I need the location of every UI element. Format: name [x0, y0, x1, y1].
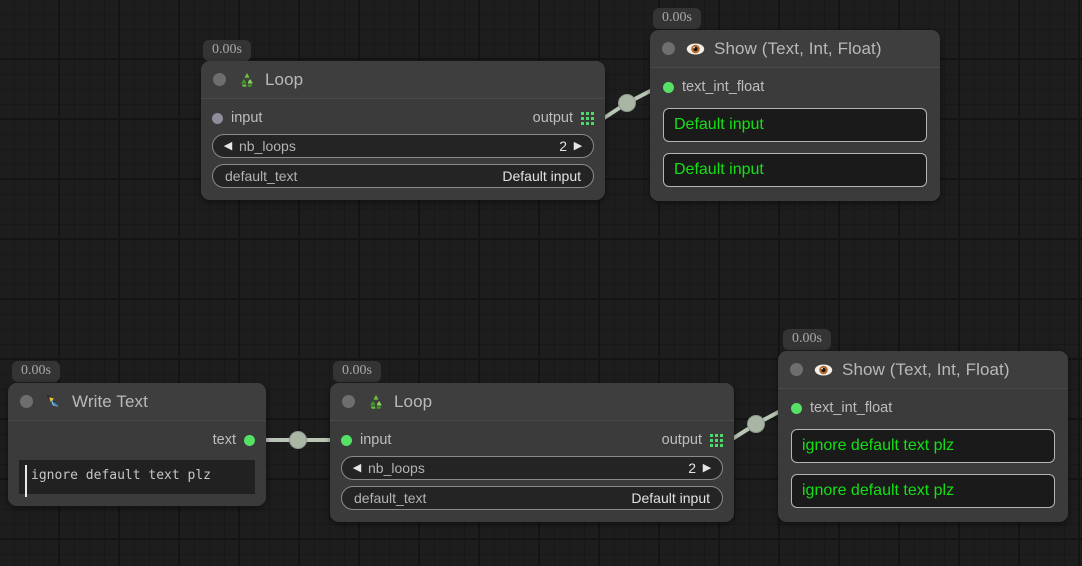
time-badge-loop-bottom: 0.00s [333, 361, 381, 382]
decrement-icon[interactable]: ◀ [352, 461, 362, 474]
node-header-loop-top[interactable]: Loop [201, 61, 605, 99]
output-port-label: output [661, 432, 702, 448]
value-display-1: Default input [663, 108, 927, 142]
grid-icon[interactable] [581, 111, 594, 125]
node-title: Write Text [72, 391, 148, 411]
pen-icon [44, 392, 63, 411]
param-nb-loops-stepper[interactable]: ◀ nb_loops 2 ▶ [212, 134, 594, 158]
input-port-dot[interactable] [212, 112, 223, 124]
node-write-text[interactable]: Write Text text ignore default text plz [8, 383, 266, 506]
param-value[interactable]: Default input [502, 168, 581, 184]
input-port-label: text_int_float [682, 79, 765, 95]
output-port-loop-top[interactable]: output [533, 110, 594, 126]
recycle-icon [366, 392, 385, 411]
output-port-loop-bottom[interactable]: output [662, 432, 723, 448]
param-name: default_text [354, 490, 427, 506]
node-body-show-top: text_int_float Default input Default inp… [650, 68, 940, 201]
eye-icon [814, 360, 833, 379]
param-default-text[interactable]: default_text Default input [212, 164, 594, 188]
node-title: Show (Text, Int, Float) [842, 359, 1010, 379]
node-body-write-text: text ignore default text plz [8, 421, 266, 506]
input-port-label: text_int_float [810, 400, 893, 416]
text-caret [25, 465, 27, 497]
port-row: input output [341, 430, 723, 450]
port-row: text [19, 430, 255, 450]
recycle-icon [237, 70, 256, 89]
time-badge-show-top: 0.00s [653, 8, 701, 29]
eye-icon [686, 39, 705, 58]
node-header-show-top[interactable]: Show (Text, Int, Float) [650, 30, 940, 68]
node-status-dot[interactable] [342, 395, 355, 408]
value-display-2: Default input [663, 153, 927, 187]
port-row: text_int_float [663, 77, 927, 97]
param-nb-loops-stepper[interactable]: ◀ nb_loops 2 ▶ [341, 456, 723, 480]
value-display-1: ignore default text plz [791, 429, 1055, 463]
decrement-icon[interactable]: ◀ [223, 139, 233, 152]
node-title: Show (Text, Int, Float) [714, 38, 882, 58]
input-port-dot[interactable] [791, 402, 802, 414]
node-header-loop-bottom[interactable]: Loop [330, 383, 734, 421]
node-body-show-bottom: text_int_float ignore default text plz i… [778, 389, 1068, 522]
input-port-label: input [231, 110, 263, 126]
input-port-show-bottom[interactable]: text_int_float [791, 400, 892, 416]
increment-icon[interactable]: ▶ [702, 461, 712, 474]
node-status-dot[interactable] [213, 73, 226, 86]
node-header-write-text[interactable]: Write Text [8, 383, 266, 421]
param-value[interactable]: Default input [631, 490, 710, 506]
port-row: text_int_float [791, 398, 1055, 418]
text-input-value[interactable]: ignore default text plz [31, 468, 212, 483]
time-badge-show-bottom: 0.00s [783, 329, 831, 350]
param-name: nb_loops [239, 138, 296, 154]
value-display-2: ignore default text plz [791, 474, 1055, 508]
param-name: nb_loops [368, 460, 425, 476]
grid-icon[interactable] [710, 433, 723, 447]
output-port-write-text[interactable]: text [213, 432, 255, 448]
input-port-show-top[interactable]: text_int_float [663, 79, 764, 95]
node-loop-top[interactable]: Loop input output ◀ nb_loops 2 [201, 61, 605, 200]
node-loop-bottom[interactable]: Loop input output ◀ nb_loops 2 [330, 383, 734, 522]
node-body-loop-bottom: input output ◀ nb_loops 2 ▶ default_te [330, 421, 734, 522]
node-status-dot[interactable] [662, 42, 675, 55]
node-status-dot[interactable] [790, 363, 803, 376]
input-port-label: input [360, 432, 392, 448]
port-row: input output [212, 108, 594, 128]
node-header-show-bottom[interactable]: Show (Text, Int, Float) [778, 351, 1068, 389]
output-port-dot[interactable] [244, 434, 255, 446]
param-value[interactable]: 2 [559, 138, 567, 154]
text-input-area[interactable]: ignore default text plz [19, 460, 255, 497]
param-default-text[interactable]: default_text Default input [341, 486, 723, 510]
param-value[interactable]: 2 [688, 460, 696, 476]
output-port-label: text [212, 432, 236, 448]
input-port-loop-top[interactable]: input [212, 110, 262, 126]
time-badge-loop-top: 0.00s [203, 40, 251, 61]
node-title: Loop [394, 391, 433, 411]
node-show-top[interactable]: Show (Text, Int, Float) text_int_float D… [650, 30, 940, 201]
time-badge-write-text: 0.00s [12, 361, 60, 382]
node-show-bottom[interactable]: Show (Text, Int, Float) text_int_float i… [778, 351, 1068, 522]
node-body-loop-top: input output ◀ nb_loops 2 ▶ default_te [201, 99, 605, 200]
output-port-label: output [532, 110, 573, 126]
input-port-dot[interactable] [341, 434, 352, 446]
param-name: default_text [225, 168, 298, 184]
increment-icon[interactable]: ▶ [573, 139, 583, 152]
node-status-dot[interactable] [20, 395, 33, 408]
input-port-loop-bottom[interactable]: input [341, 432, 391, 448]
node-title: Loop [265, 69, 304, 89]
input-port-dot[interactable] [663, 81, 674, 93]
